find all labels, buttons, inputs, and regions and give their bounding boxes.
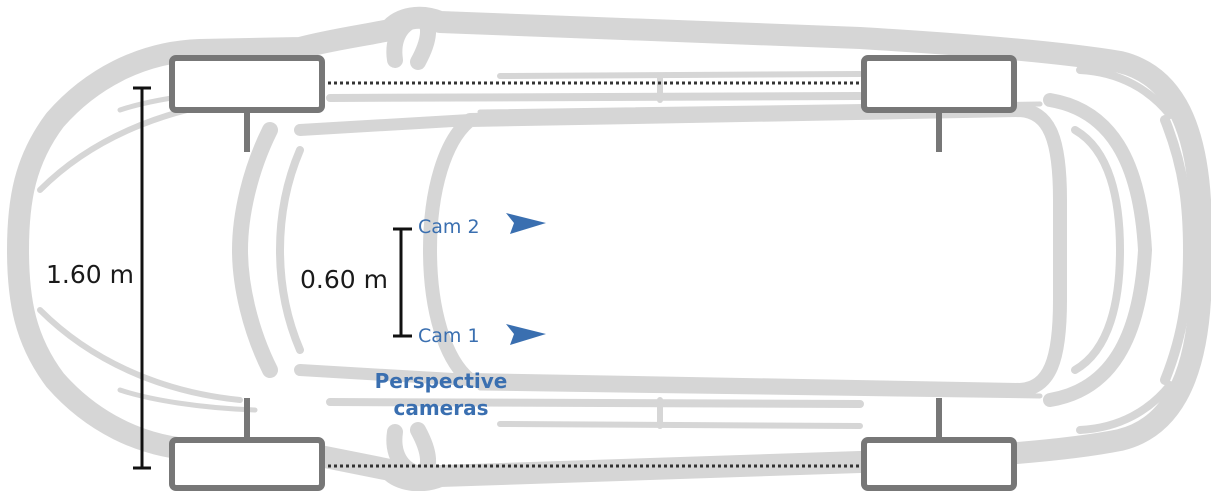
trim-rail-bottom: [477, 385, 1043, 399]
wheel-rear-right: [861, 437, 1017, 491]
wheels: [169, 55, 1017, 491]
track-width-label: 1.60 m: [46, 260, 134, 289]
windshield: [232, 122, 278, 378]
camera-arrow-icon: [506, 324, 546, 345]
side-line-bottom-2: [497, 421, 863, 429]
wheel-stubs: [244, 112, 942, 438]
camera-2: Cam 2: [418, 213, 546, 238]
axles: [322, 81, 864, 468]
mirror-bottom: [386, 422, 436, 482]
wheel-rear-left: [861, 55, 1017, 113]
hood-inner-bottom: [117, 387, 258, 413]
camera-1-label: Cam 1: [418, 325, 480, 347]
windshield-inner: [276, 146, 304, 354]
track-width-dimension: [133, 86, 151, 470]
side-line-top-2: [497, 71, 863, 79]
a-pillar-top: [294, 114, 476, 136]
camera-1: Cam 1: [418, 324, 546, 347]
side-line-bottom-1: [326, 398, 864, 408]
camera-2-label: Cam 2: [418, 216, 480, 238]
tail-light-top: [1076, 66, 1174, 119]
hood-line-bottom: [37, 307, 243, 403]
rear-edge: [1160, 115, 1193, 385]
caption-line-1: Perspective: [375, 369, 508, 393]
mirror-top: [386, 10, 436, 70]
camera-baseline-label: 0.60 m: [300, 265, 388, 294]
car-body: [7, 6, 1211, 492]
wheel-front-right: [169, 437, 325, 491]
rear-window-inner: [1071, 126, 1124, 374]
camera-arrow-icon: [506, 213, 546, 234]
a-pillar-bottom: [294, 364, 476, 386]
rear-window: [1043, 93, 1152, 407]
caption-line-2: cameras: [393, 396, 488, 420]
tail-light-bottom: [1076, 381, 1174, 434]
side-line-top-1: [326, 92, 864, 102]
wheel-front-left: [169, 55, 325, 113]
roof-outline: [423, 103, 1067, 397]
camera-baseline-dimension: [393, 227, 412, 338]
